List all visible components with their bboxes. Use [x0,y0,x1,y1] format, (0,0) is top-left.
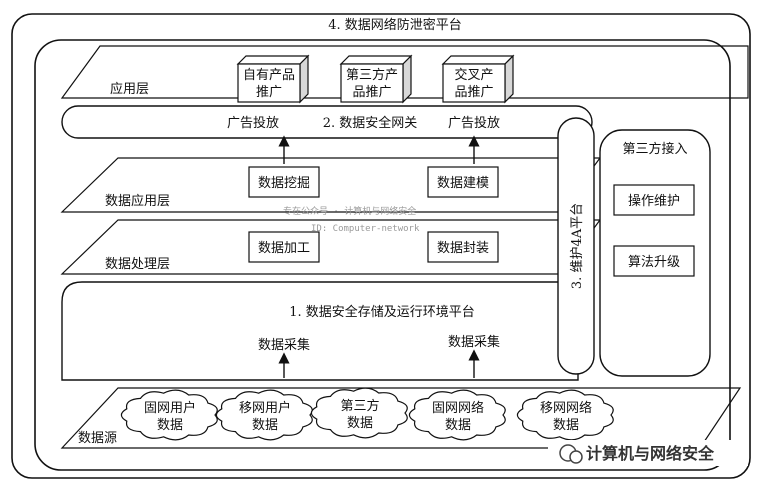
data-application-layer-label: 数据应用层 [105,193,170,209]
gateway-title: 2. 数据安全网关 [323,115,418,131]
data-source-layer-plane [60,387,742,449]
cloud-5-line2: 数据 [553,418,579,433]
cloud-2-line2: 数据 [252,418,278,433]
algorithm-upgrade-box [613,245,695,277]
watermark-line2: ID: Computer-network [311,224,420,234]
cloud-3-line2: 数据 [347,416,373,431]
product-box-1: 自有产品 推广 [236,54,310,104]
operations-maintenance-box [613,184,695,216]
third-party-title: 第三方接入 [622,141,687,157]
outer-platform-frame [11,13,751,479]
data-packaging-box [427,231,499,263]
outer-platform-title: 4. 数据网络防泄密平台 [328,17,462,33]
storage-platform-title: 1. 数据安全存储及运行环境平台 [289,304,475,320]
inner-platform-frame [34,39,731,471]
product-box-1-line2: 推广 [256,85,282,100]
data-modeling-label: 数据建模 [437,176,489,191]
data-packaging-label: 数据封装 [437,241,489,256]
secure-storage-platform [61,281,579,381]
data-mining-label: 数据挖掘 [258,176,310,191]
data-source-label: 数据源 [78,431,117,446]
gateway-ad-left: 广告投放 [227,115,279,131]
product-box-3-line1: 交叉产 [454,67,493,83]
watermark-line1: 专在公众号 · 计算机与网络安全 [283,205,416,217]
data-mining-box [248,166,320,198]
cloud-1-line2: 数据 [157,418,183,433]
cloud-4-line1: 固网网络 [432,400,484,416]
cloud-2-line1: 移网用户 [239,400,291,416]
product-box-3: 交叉产 品推广 [441,54,515,104]
product-box-2-line2: 品推广 [352,85,391,100]
product-box-3-line2: 品推广 [454,85,493,100]
brand-name: 计算机与网络安全 [586,444,715,463]
cloud-3-line1: 第三方 [340,398,379,414]
gateway-ad-right: 广告投放 [448,115,500,131]
maintenance-4a-label: 3. 维护4A平台 [570,203,585,289]
brand-tag: 计算机与网络安全 [548,440,748,466]
data-processing-box [248,231,320,263]
product-box-2: 第三方产 品推广 [339,54,413,104]
algorithm-upgrade-label: 算法升级 [628,255,680,270]
product-box-1-line1: 自有产品 [243,68,295,83]
security-gateway [61,105,593,139]
operations-maintenance-label: 操作维护 [628,193,680,209]
data-modeling-box [427,166,499,198]
cloud-4-line2: 数据 [445,418,471,433]
cloud-5-line1: 移网网络 [540,400,592,416]
application-layer-plane [60,45,749,99]
data-processing-layer-label: 数据处理层 [105,257,170,272]
product-box-2-line1: 第三方产 [346,67,398,83]
maintenance-4a-platform [557,117,595,375]
data-processing-label: 数据加工 [258,241,310,256]
application-layer-label: 应用层 [110,81,149,97]
data-collection-right: 数据采集 [448,334,500,350]
cloud-1-line1: 固网用户 [144,400,196,416]
data-collection-left: 数据采集 [258,337,310,353]
